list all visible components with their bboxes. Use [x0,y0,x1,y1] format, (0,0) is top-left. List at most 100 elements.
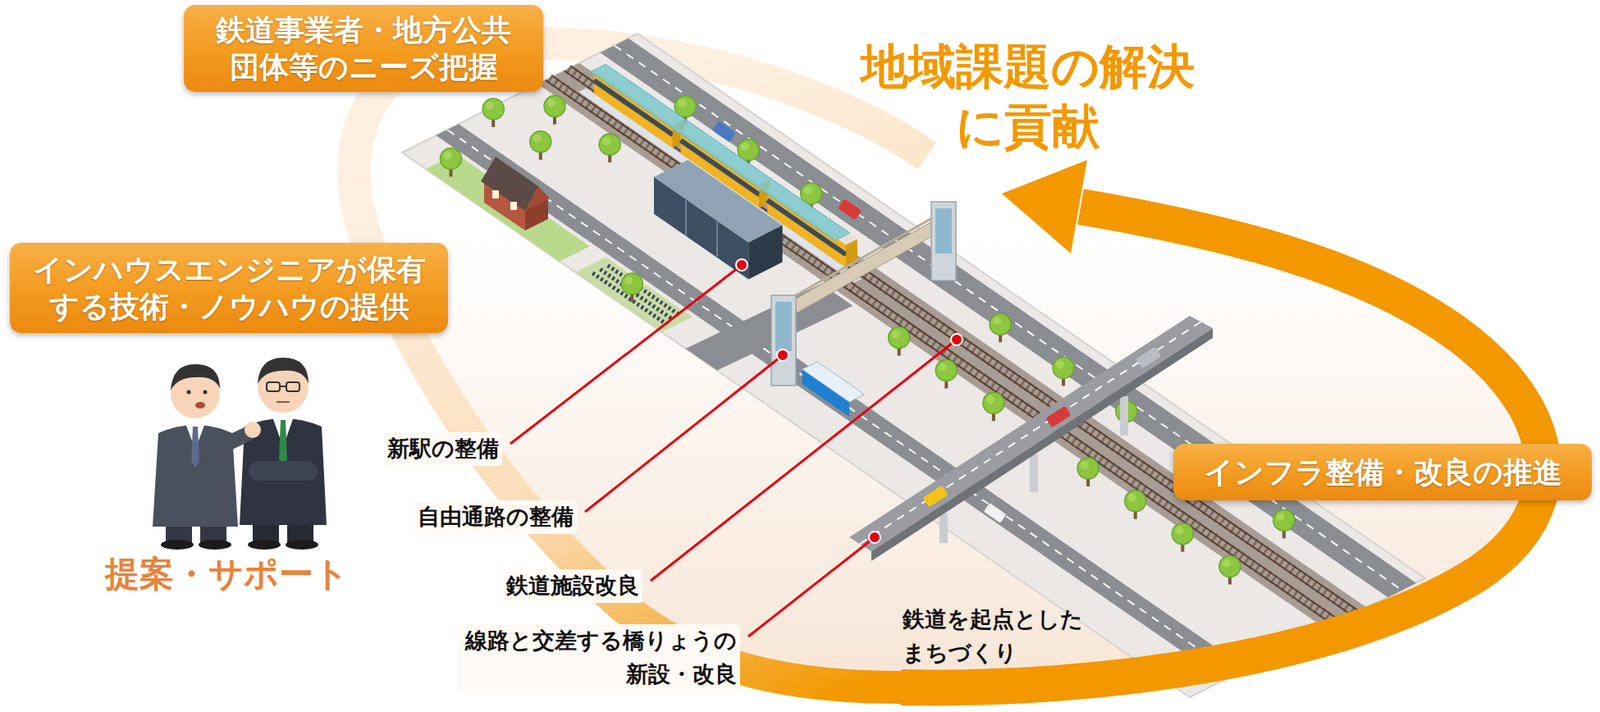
town-scene [545,80,1334,626]
leader-line [777,349,789,362]
free-passage-overpass [784,214,944,320]
town-trees [440,96,644,303]
town-scene [553,76,1341,622]
area-label: 鉄道を起点とした まちづくり [902,603,1092,670]
road-bridge [849,315,1213,552]
town-trees [544,96,566,125]
free-passage-overpass [935,208,952,254]
free-passage-overpass [784,211,944,302]
people-illustration [187,390,192,395]
town-scene [538,63,1368,630]
people-illustration [170,364,220,391]
arrow-head [1001,160,1088,254]
bus [802,361,865,403]
road-bridge [849,315,1213,562]
road-bridge [1029,454,1038,493]
bus [802,361,865,417]
people-illustration [219,434,247,448]
near-trees [1219,556,1241,586]
leader-line [650,339,957,581]
leader-line [950,333,963,346]
people-illustration [248,461,318,481]
town-trees [621,273,643,302]
people-illustration [239,418,327,526]
town-trees [598,133,621,163]
people-illustration [285,539,319,550]
people-illustration [247,539,281,550]
box-text: インハウスエンジニアが保有 する技術・ノウハウの提供 [27,251,430,325]
leader-line [748,537,875,637]
people-illustration [244,421,261,439]
free-passage-overpass [775,301,792,352]
town-scene [402,33,1426,698]
station-building [653,160,783,280]
road-bridge [922,485,948,508]
house [510,201,517,211]
callout-label: 線路と交差する橋りょうの 新設・改良 [457,624,741,691]
house [480,156,550,231]
heading-text: 地域課題の解決 に貢献 [849,36,1207,156]
process-box: インハウスエンジニアが保有 する技術・ノウハウの提供 [9,242,448,334]
house [492,190,499,199]
people-illustration [195,402,206,409]
callout-label: 鉄道施設改良 [502,569,643,604]
road-bridge [859,321,1202,544]
platform [578,87,862,283]
car-icon [982,502,1007,524]
people-illustration [203,390,208,395]
people-illustration [276,401,290,403]
town-scene [685,283,854,371]
people-illustration [279,385,287,388]
near-trees [935,360,957,389]
leader-line [736,259,748,271]
box-text: 鉄道事業者・地方公共 団体等のニーズ把握 [206,11,521,86]
leader-line [585,355,783,512]
road-bridge [939,513,948,544]
town-scene [548,78,1337,624]
free-passage-overpass [771,201,956,386]
callout-label: 自由通路の整備 [414,500,577,535]
car-icon [837,198,862,220]
town-trees [530,131,552,160]
station-building [653,160,783,243]
town-trees [440,147,462,177]
people-illustration [198,539,232,550]
leader-line [510,265,742,444]
near-trees [888,327,910,357]
free-passage-overpass [771,295,796,386]
station-building [685,198,687,236]
people-illustration [278,420,288,467]
road-bridge [1135,347,1162,370]
people-illustration [266,382,280,392]
town-trees [482,98,504,128]
station-building [716,219,718,257]
leader-line [868,531,881,544]
far-trees [989,313,1011,343]
road-bridge [1045,406,1071,429]
near-trees [1124,490,1147,520]
people-illustration [257,357,309,384]
near-trees [982,392,1005,421]
people-illustration [286,382,300,392]
near-trees [1077,457,1099,487]
road-bridge [1120,396,1129,436]
road-bridge [871,328,1213,562]
box-text: インフラ整備・改良の推進 [1196,453,1569,491]
far-trees [1273,509,1295,539]
people-illustration [152,357,327,550]
process-box: インフラ整備・改良の推進 [1173,443,1592,501]
far-trees [1052,356,1075,386]
callout-label: 新駅の整備 [384,432,503,467]
people-illustration [160,539,194,550]
process-box: 鉄道事業者・地方公共 団体等のニーズ把握 [183,4,544,92]
house [525,186,550,211]
caption-text: 提案・サポート [105,553,349,597]
car-icon [712,120,736,142]
town-scene [402,33,1426,698]
people-illustration [191,426,200,468]
near-trees [1171,523,1194,553]
free-passage-overpass [931,201,956,281]
platform [578,87,862,283]
